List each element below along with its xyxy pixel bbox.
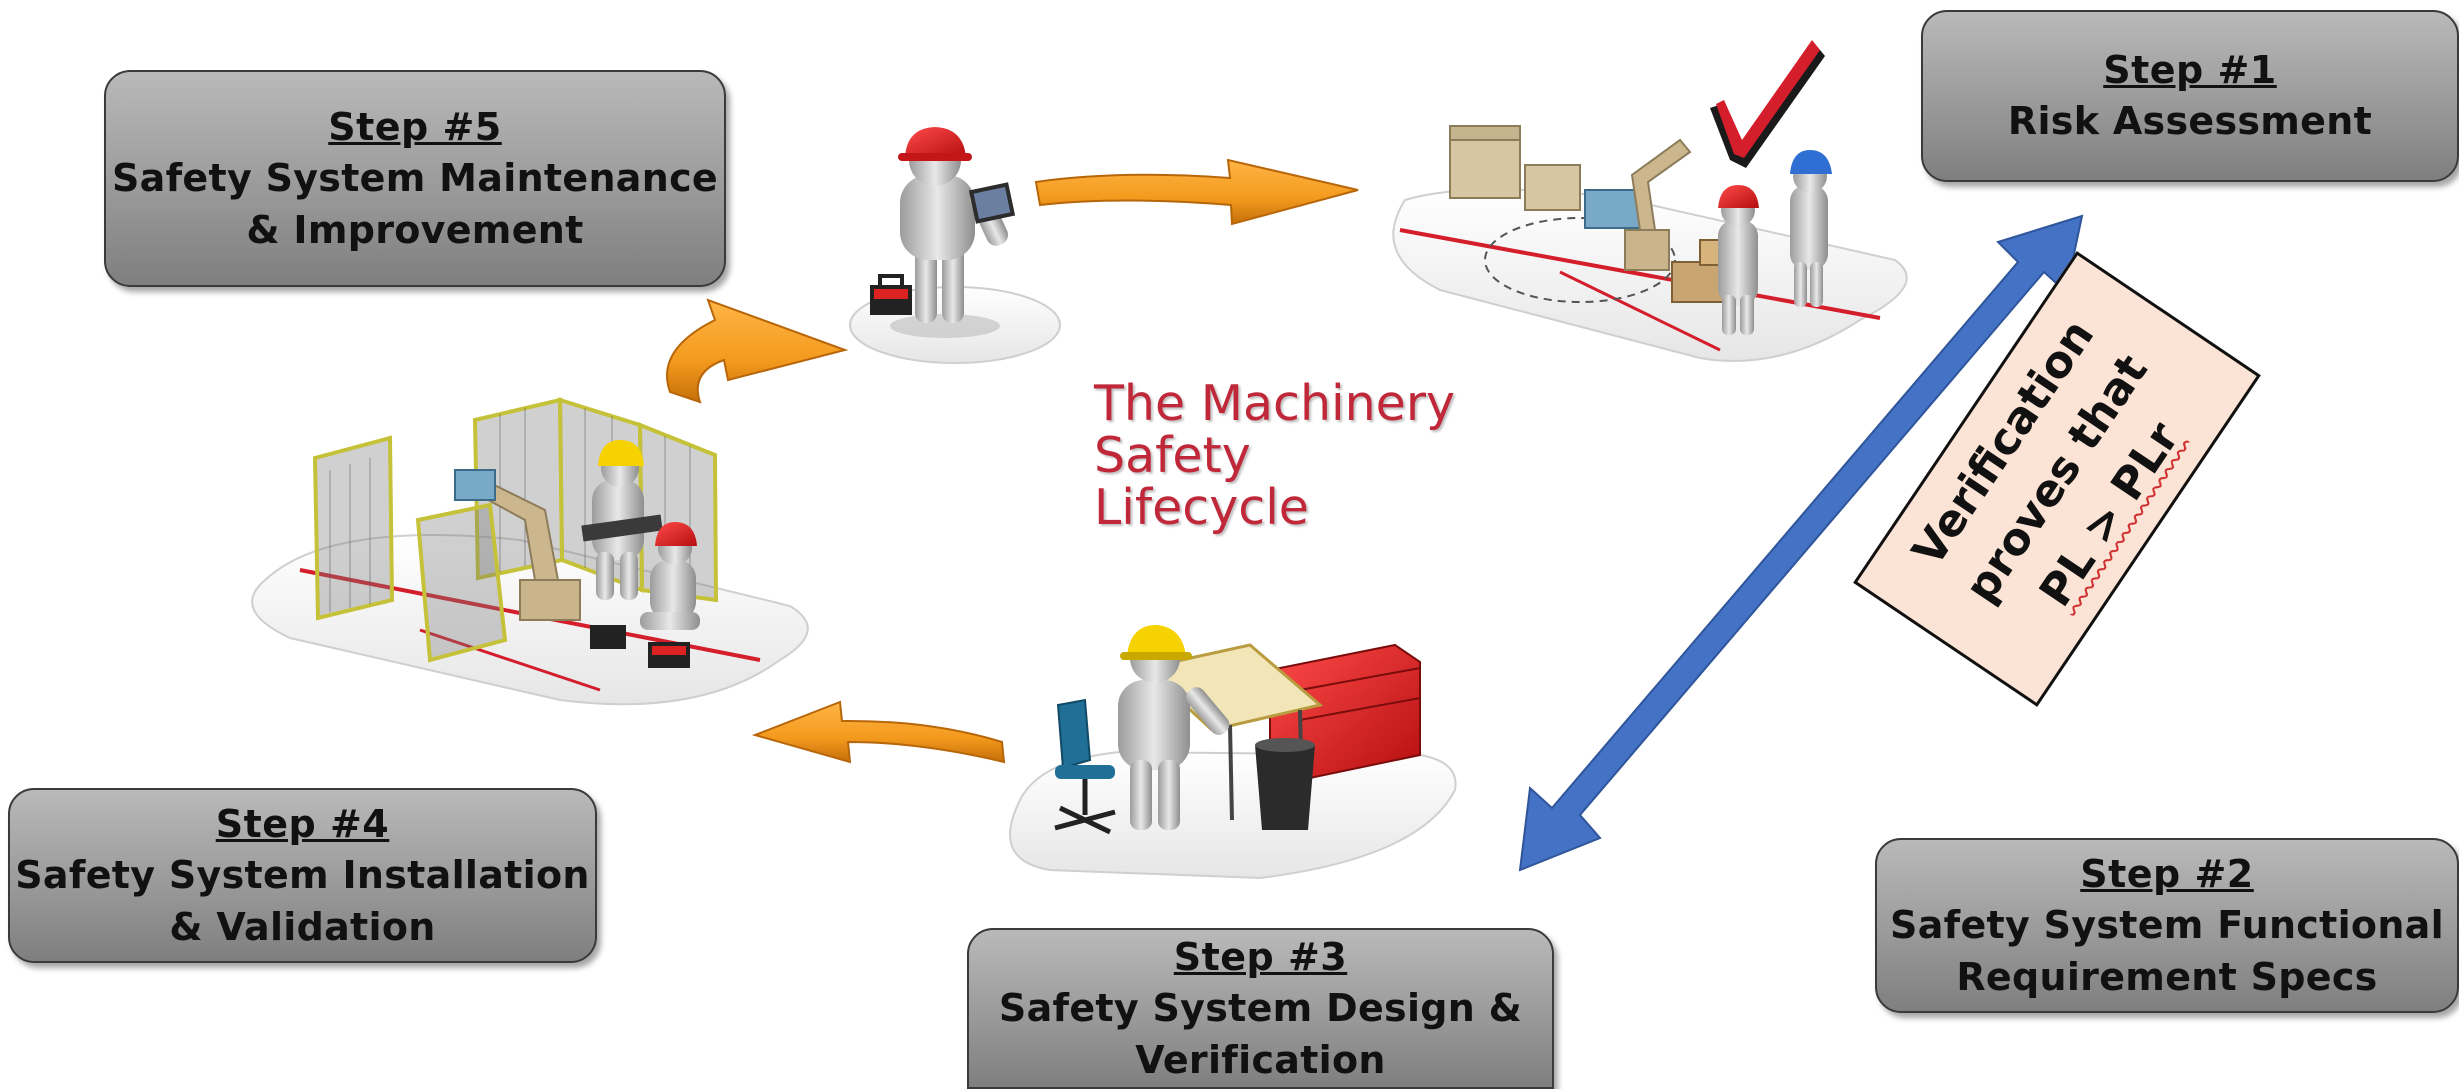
step-3-box: Step #3 Safety System Design & Verificat… xyxy=(967,928,1554,1089)
checkmark-icon xyxy=(1710,40,1825,168)
orange-arrow-top xyxy=(1034,158,1359,226)
step-4-number: Step #4 xyxy=(215,801,390,846)
worker-laptop-icon xyxy=(849,127,1061,364)
design-desk-scene-icon xyxy=(1009,625,1457,880)
step-5-number: Step #5 xyxy=(328,104,502,149)
step-2-number: Step #2 xyxy=(2080,851,2254,896)
orange-arrow-curved xyxy=(666,298,849,404)
orange-arrow-bottom xyxy=(751,700,1006,764)
step-2-description: Safety System Functional Requirement Spe… xyxy=(1890,902,2444,999)
step-1-number: Step #1 xyxy=(2103,48,2277,92)
step-1-box: Step #1 Risk Assessment xyxy=(1921,10,2459,182)
step-5-description: Safety System Maintenance & Improvement xyxy=(111,155,719,252)
step-1-description: Risk Assessment xyxy=(2007,99,2373,143)
step-5-box: Step #5 Safety System Maintenance & Impr… xyxy=(104,70,726,287)
step-2-box: Step #2 Safety System Functional Require… xyxy=(1875,838,2459,1013)
installation-cell-scene-icon xyxy=(251,397,809,706)
risk-assessment-scene-icon xyxy=(1392,125,1908,362)
step-3-description: Safety System Design & Verification xyxy=(998,985,1523,1082)
step-4-box: Step #4 Safety System Installation & Val… xyxy=(8,788,597,963)
diagram-title: The Machinery Safety Lifecycle xyxy=(1094,375,1455,536)
step-4-description: Safety System Installation & Validation xyxy=(15,852,590,949)
step-3-number: Step #3 xyxy=(1173,934,1348,979)
blue-double-arrow xyxy=(1518,214,2084,872)
